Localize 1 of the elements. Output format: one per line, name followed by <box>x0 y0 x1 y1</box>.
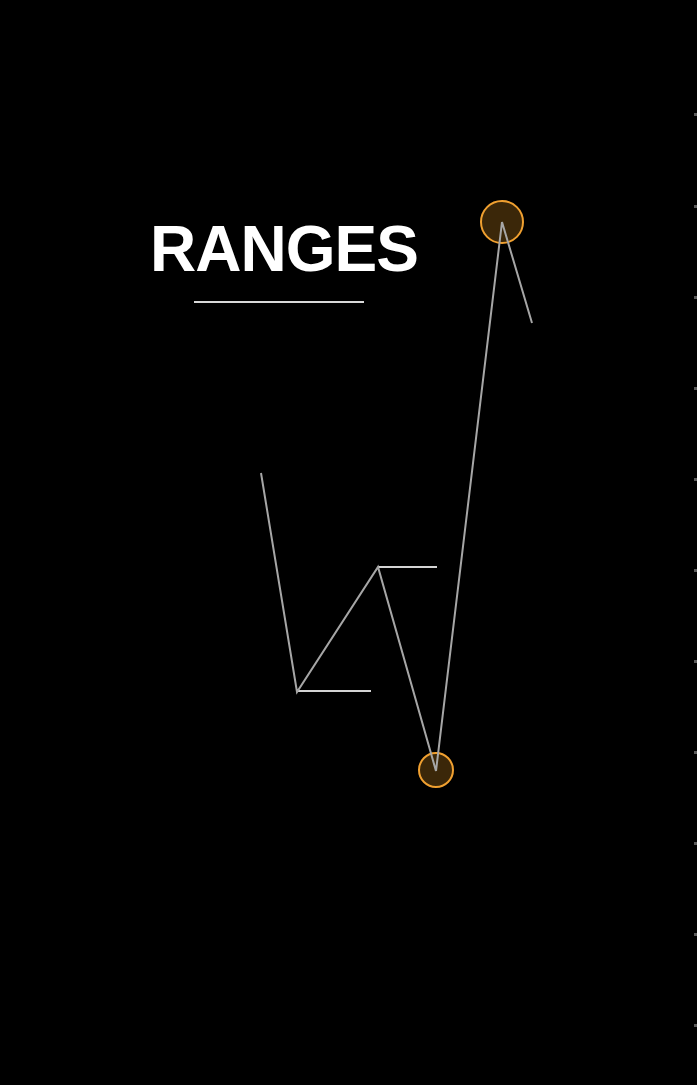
title: RANGES <box>149 217 419 281</box>
